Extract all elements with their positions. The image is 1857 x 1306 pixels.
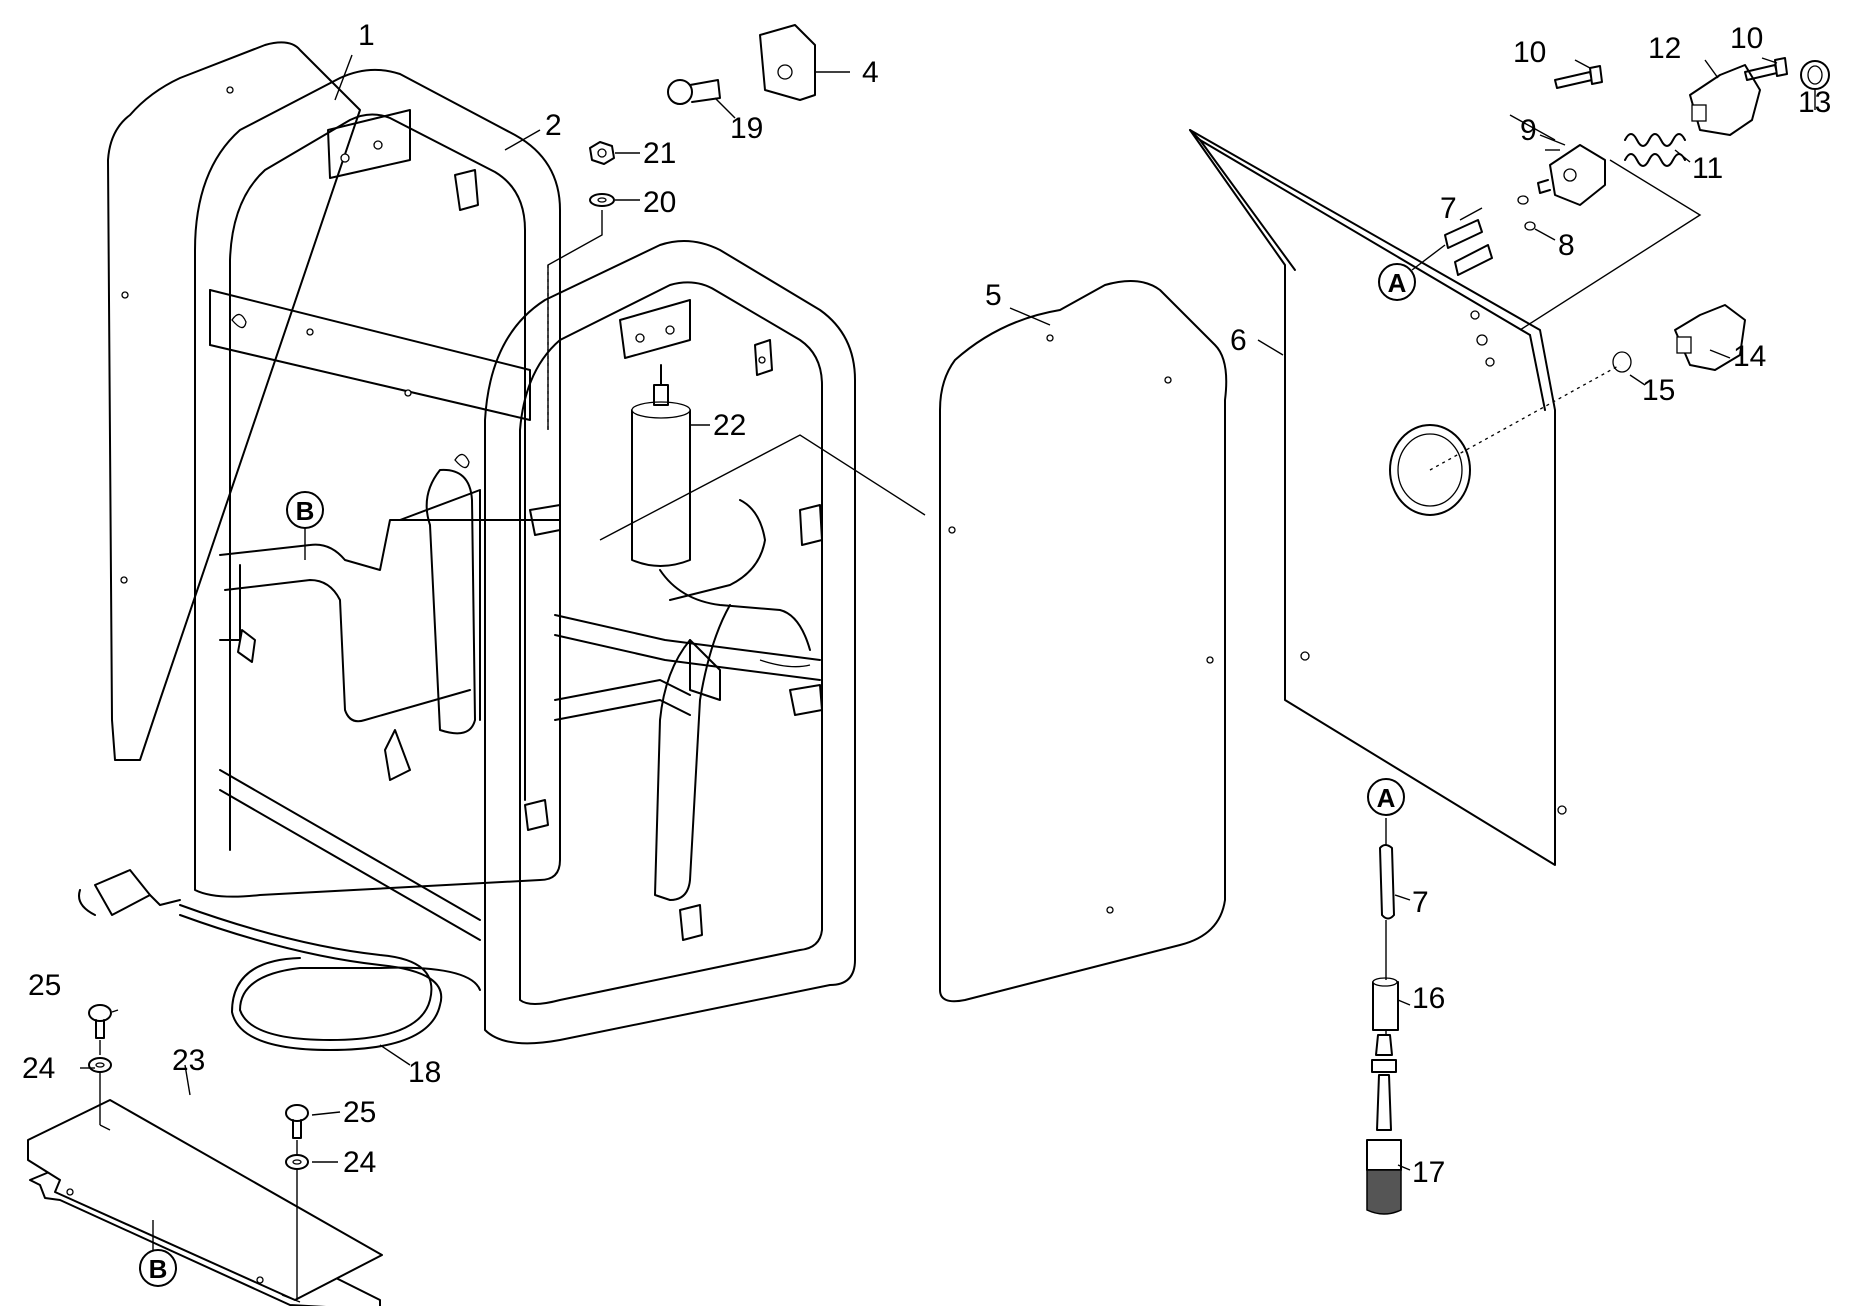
sleeve-16-part	[1372, 977, 1399, 1031]
label-10-left: 10	[1513, 36, 1546, 69]
label-9: 9	[1520, 114, 1537, 147]
label-24-left: 24	[22, 1052, 55, 1085]
label-6: 6	[1230, 324, 1247, 357]
screw-19-part	[667, 79, 721, 105]
washer-24-right-part	[285, 1154, 309, 1170]
label-23: 23	[172, 1044, 205, 1077]
screw-25-right-part	[285, 1104, 309, 1139]
svg-text:A: A	[1388, 268, 1407, 298]
part-numbers: 1 2 4 5 6 7 7 8 9 10 10 11 12 13 14 15 1…	[22, 19, 1831, 1189]
label-2: 2	[545, 109, 562, 142]
nut-21-part	[589, 141, 615, 165]
label-11: 11	[1692, 152, 1723, 185]
clip-4-part	[759, 24, 816, 101]
capacitor-part	[631, 364, 811, 901]
bottom-plate-23-part	[27, 1099, 383, 1306]
label-1: 1	[358, 19, 375, 52]
ref-marker-a-top: A	[1378, 263, 1416, 301]
screw-10-left-part	[1554, 65, 1603, 89]
label-12: 12	[1648, 32, 1681, 65]
front-frame-part	[484, 240, 856, 1045]
knob-14-part	[1674, 304, 1746, 371]
cap-13-part	[1800, 60, 1830, 90]
label-15: 15	[1642, 374, 1675, 407]
label-25-right: 25	[343, 1096, 376, 1129]
label-17: 17	[1412, 1156, 1445, 1189]
label-13: 13	[1798, 86, 1831, 119]
svg-text:B: B	[149, 1254, 168, 1284]
ref-marker-b-frame: B	[286, 491, 324, 529]
washer-24-left-part	[88, 1057, 112, 1073]
hose-7-lower-part	[1379, 844, 1395, 920]
label-7-bottom: 7	[1412, 886, 1429, 919]
label-21: 21	[643, 137, 676, 170]
label-8: 8	[1558, 229, 1575, 262]
label-24-right: 24	[343, 1146, 376, 1179]
valve-body-9-part	[1537, 144, 1606, 206]
screw-10-right-part	[1744, 57, 1788, 81]
rear-frame-part	[194, 68, 561, 941]
label-5: 5	[985, 279, 1002, 312]
label-14: 14	[1733, 340, 1766, 373]
label-7-top: 7	[1440, 192, 1457, 225]
washer-20-part	[589, 193, 615, 207]
front-panel-part	[1189, 129, 1567, 866]
svg-text:A: A	[1377, 783, 1396, 813]
hose-7-part	[1444, 219, 1493, 276]
label-10-right: 10	[1730, 22, 1763, 55]
side-panel-part	[939, 280, 1228, 1003]
screw-25-left-part	[88, 1004, 112, 1039]
rear-panel-part	[107, 41, 361, 761]
label-19: 19	[730, 112, 763, 145]
label-4: 4	[862, 56, 879, 89]
label-25-left: 25	[28, 969, 61, 1002]
ref-marker-a-bottom: A	[1367, 778, 1405, 816]
label-16: 16	[1412, 982, 1445, 1015]
label-18: 18	[408, 1056, 441, 1089]
label-20: 20	[643, 186, 676, 219]
svg-text:B: B	[296, 496, 315, 526]
o-ring-15-part	[1612, 351, 1632, 373]
label-22: 22	[713, 409, 746, 442]
knob-12-part	[1689, 64, 1761, 136]
spring-11-part	[1624, 133, 1686, 167]
power-cable-part	[78, 869, 481, 1051]
ref-marker-b-plate: B	[139, 1249, 177, 1287]
o-ring-8-part	[1517, 195, 1536, 231]
filter-17-part	[1366, 1034, 1402, 1215]
